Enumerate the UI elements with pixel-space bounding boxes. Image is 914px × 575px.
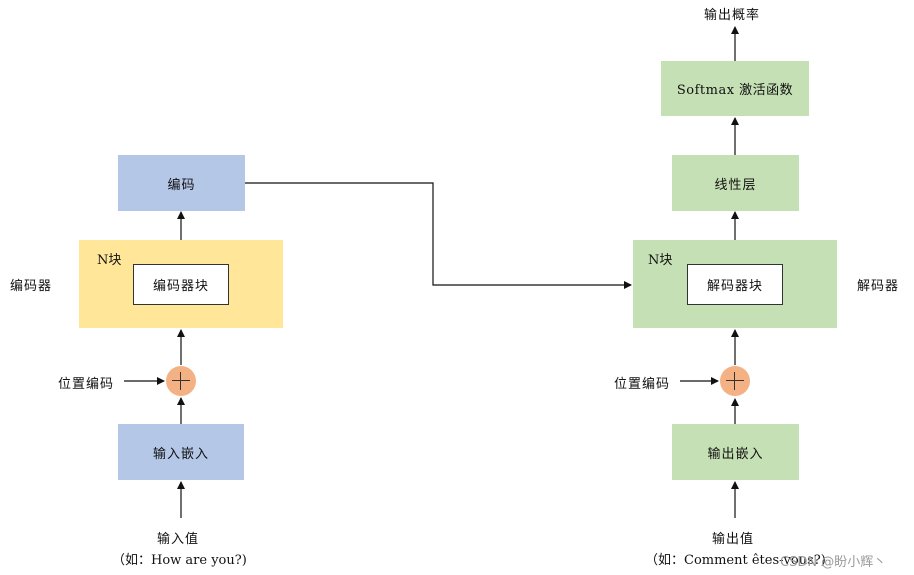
decoder-side-label: 解码器 [857, 279, 900, 294]
watermark: CSDN @盼小辉丶 [780, 555, 887, 570]
linear-layer-box: 线性层 [672, 155, 799, 211]
encoder-n-label: N块 [97, 253, 122, 268]
decoder-position-encoding-label: 位置编码 [614, 377, 671, 392]
input-embedding-box: 输入嵌入 [118, 424, 244, 480]
encoding-box: 编码 [118, 155, 245, 211]
encoder-add-icon [166, 366, 196, 396]
decoder-block: 解码器块 [687, 264, 783, 305]
input-value-label: 输入值 [157, 532, 200, 547]
output-value-label: 输出值 [712, 532, 755, 547]
softmax-box: Softmax 激活函数 [661, 61, 809, 116]
output-embedding-box: 输出嵌入 [672, 424, 799, 480]
input-example-label: （如：How are you?) [112, 553, 247, 568]
output-example-label: （如：Comment êtes-vous?) [645, 553, 826, 568]
arrow-encoding-to-decoder [245, 182, 632, 289]
probability-label: 输出概率 [704, 8, 761, 23]
encoder-side-label: 编码器 [10, 279, 53, 294]
encoder-block: 编码器块 [133, 264, 229, 305]
decoder-n-label: N块 [648, 253, 673, 268]
encoder-position-encoding-label: 位置编码 [58, 377, 115, 392]
decoder-add-icon [720, 366, 750, 396]
